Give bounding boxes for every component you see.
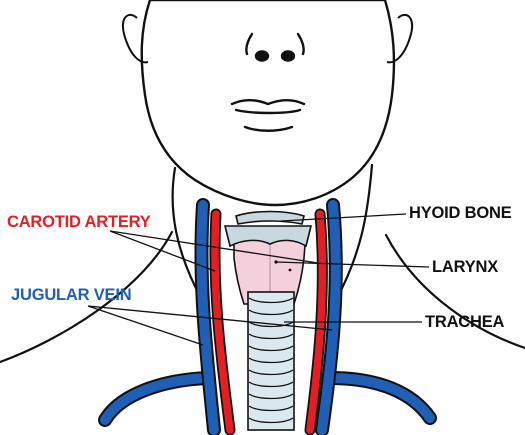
trachea-label: TRACHEA xyxy=(425,314,504,331)
jugular-vein-label: JUGULAR VEIN xyxy=(11,287,131,304)
hyoid-bone-label: HYOID BONE xyxy=(409,205,512,222)
trachea xyxy=(248,292,294,430)
larynx-label: LARYNX xyxy=(432,259,498,276)
head xyxy=(123,0,412,205)
carotid-artery-label: CAROTID ARTERY xyxy=(7,214,151,231)
hyoid-bone xyxy=(236,212,304,225)
